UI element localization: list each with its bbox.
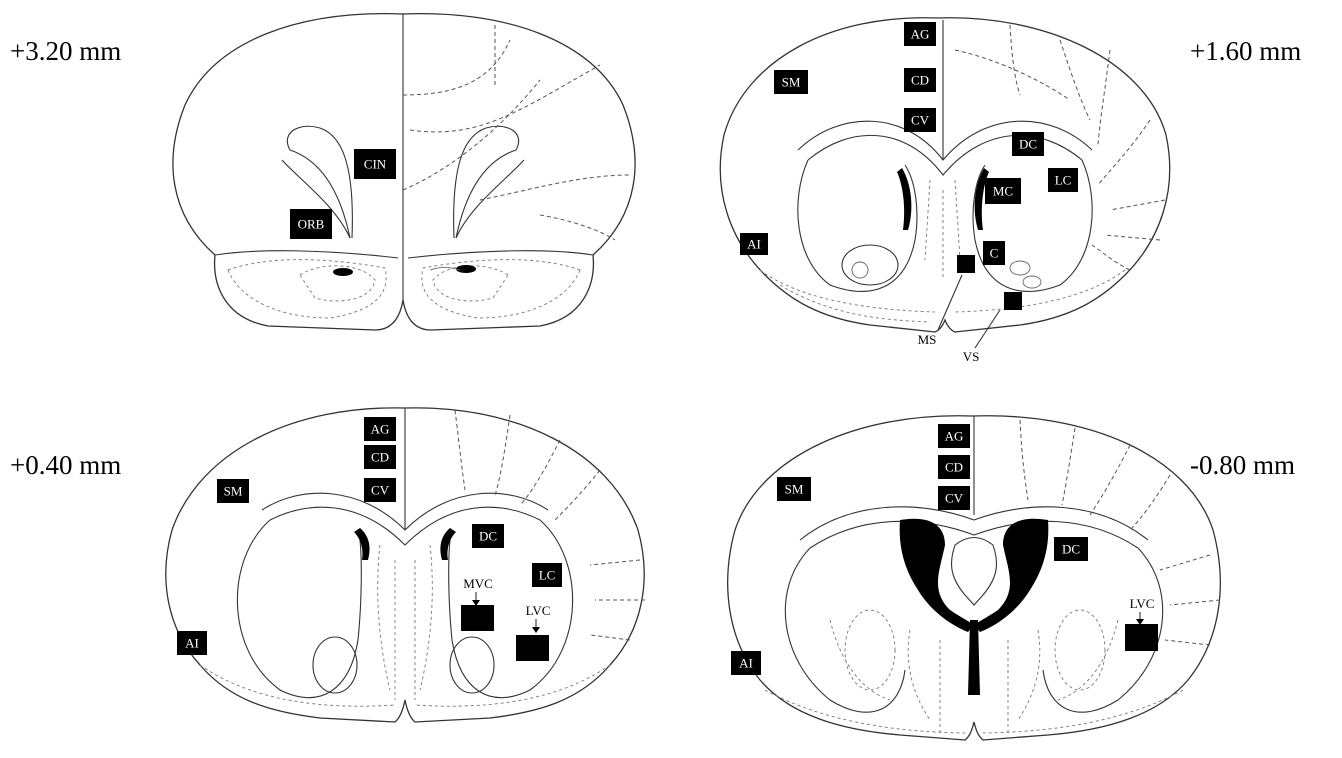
svg-text:ORB: ORB xyxy=(298,217,325,232)
region-label-sm: SM xyxy=(774,70,808,94)
svg-text:LC: LC xyxy=(1055,173,1072,188)
region-label-dc: DC xyxy=(1012,132,1044,156)
svg-text:DC: DC xyxy=(479,529,497,544)
region-label-sm: SM xyxy=(777,477,811,501)
svg-text:CIN: CIN xyxy=(364,157,387,172)
recording-site-mvc xyxy=(461,605,494,631)
region-label-cd: CD xyxy=(904,68,936,92)
svg-text:AG: AG xyxy=(911,27,930,42)
region-label-sm: SM xyxy=(217,479,249,503)
svg-text:AI: AI xyxy=(739,656,753,671)
pointer-label-mvc: MVC xyxy=(463,576,493,591)
svg-text:SM: SM xyxy=(224,484,243,499)
region-label-c: C xyxy=(983,241,1005,265)
recording-site-lvc xyxy=(1125,624,1158,651)
region-label-lc: LC xyxy=(532,563,562,587)
region-label-ai: AI xyxy=(731,651,761,675)
pointer-label-vs: VS xyxy=(963,349,980,364)
svg-text:CD: CD xyxy=(911,73,929,88)
section-coordinate-3: +0.40 mm xyxy=(10,450,121,480)
region-label-cin: CIN xyxy=(354,149,396,179)
svg-text:LC: LC xyxy=(539,568,556,583)
region-label-dc: DC xyxy=(1054,537,1088,561)
svg-text:C: C xyxy=(990,246,999,261)
svg-text:CV: CV xyxy=(945,491,964,506)
region-label-cd: CD xyxy=(938,455,970,479)
recording-site-vs xyxy=(1004,292,1022,310)
section-panel-4: -0.80 mm AG xyxy=(728,416,1295,740)
region-label-mc: MC xyxy=(985,178,1021,204)
region-label-ag: AG xyxy=(938,424,970,448)
pointer-label-lvc: LVC xyxy=(1130,596,1155,611)
svg-text:SM: SM xyxy=(782,75,801,90)
region-label-cv: CV xyxy=(938,486,970,510)
region-label-cd: CD xyxy=(364,445,396,469)
region-label-ai: AI xyxy=(177,631,207,655)
svg-text:AI: AI xyxy=(747,237,761,252)
region-label-lc: LC xyxy=(1048,168,1078,192)
region-label-dc: DC xyxy=(472,524,504,548)
section-panel-2: +1.60 mm AG xyxy=(720,18,1301,364)
region-label-cv: CV xyxy=(364,478,396,502)
svg-text:AG: AG xyxy=(371,422,390,437)
section-coordinate-4: -0.80 mm xyxy=(1190,450,1295,480)
svg-text:SM: SM xyxy=(785,482,804,497)
svg-text:CD: CD xyxy=(371,450,389,465)
section-outline-2 xyxy=(720,18,1169,332)
section-panel-1: +3.20 mm CIN ORB xyxy=(10,14,635,330)
section-coordinate-2: +1.60 mm xyxy=(1190,36,1301,66)
svg-text:DC: DC xyxy=(1019,137,1037,152)
recording-site-ms xyxy=(957,255,975,273)
pointer-label-lvc: LVC xyxy=(526,603,551,618)
region-label-ag: AG xyxy=(904,22,936,46)
recording-site-lvc xyxy=(516,635,549,661)
section-coordinate-1: +3.20 mm xyxy=(10,36,121,66)
svg-text:MC: MC xyxy=(993,184,1013,199)
pointer-label-ms: MS xyxy=(918,332,937,347)
svg-text:AI: AI xyxy=(185,636,199,651)
section-outline-1 xyxy=(173,14,635,330)
svg-text:CD: CD xyxy=(945,460,963,475)
region-label-ai: AI xyxy=(740,233,768,255)
svg-text:AG: AG xyxy=(945,429,964,444)
section-panel-3: +0.40 mm AG CD xyxy=(10,408,645,722)
region-label-cv: CV xyxy=(904,108,936,132)
svg-text:CV: CV xyxy=(371,483,390,498)
svg-text:CV: CV xyxy=(911,113,930,128)
region-label-orb: ORB xyxy=(290,209,332,239)
svg-text:DC: DC xyxy=(1062,542,1080,557)
region-label-ag: AG xyxy=(364,417,396,441)
